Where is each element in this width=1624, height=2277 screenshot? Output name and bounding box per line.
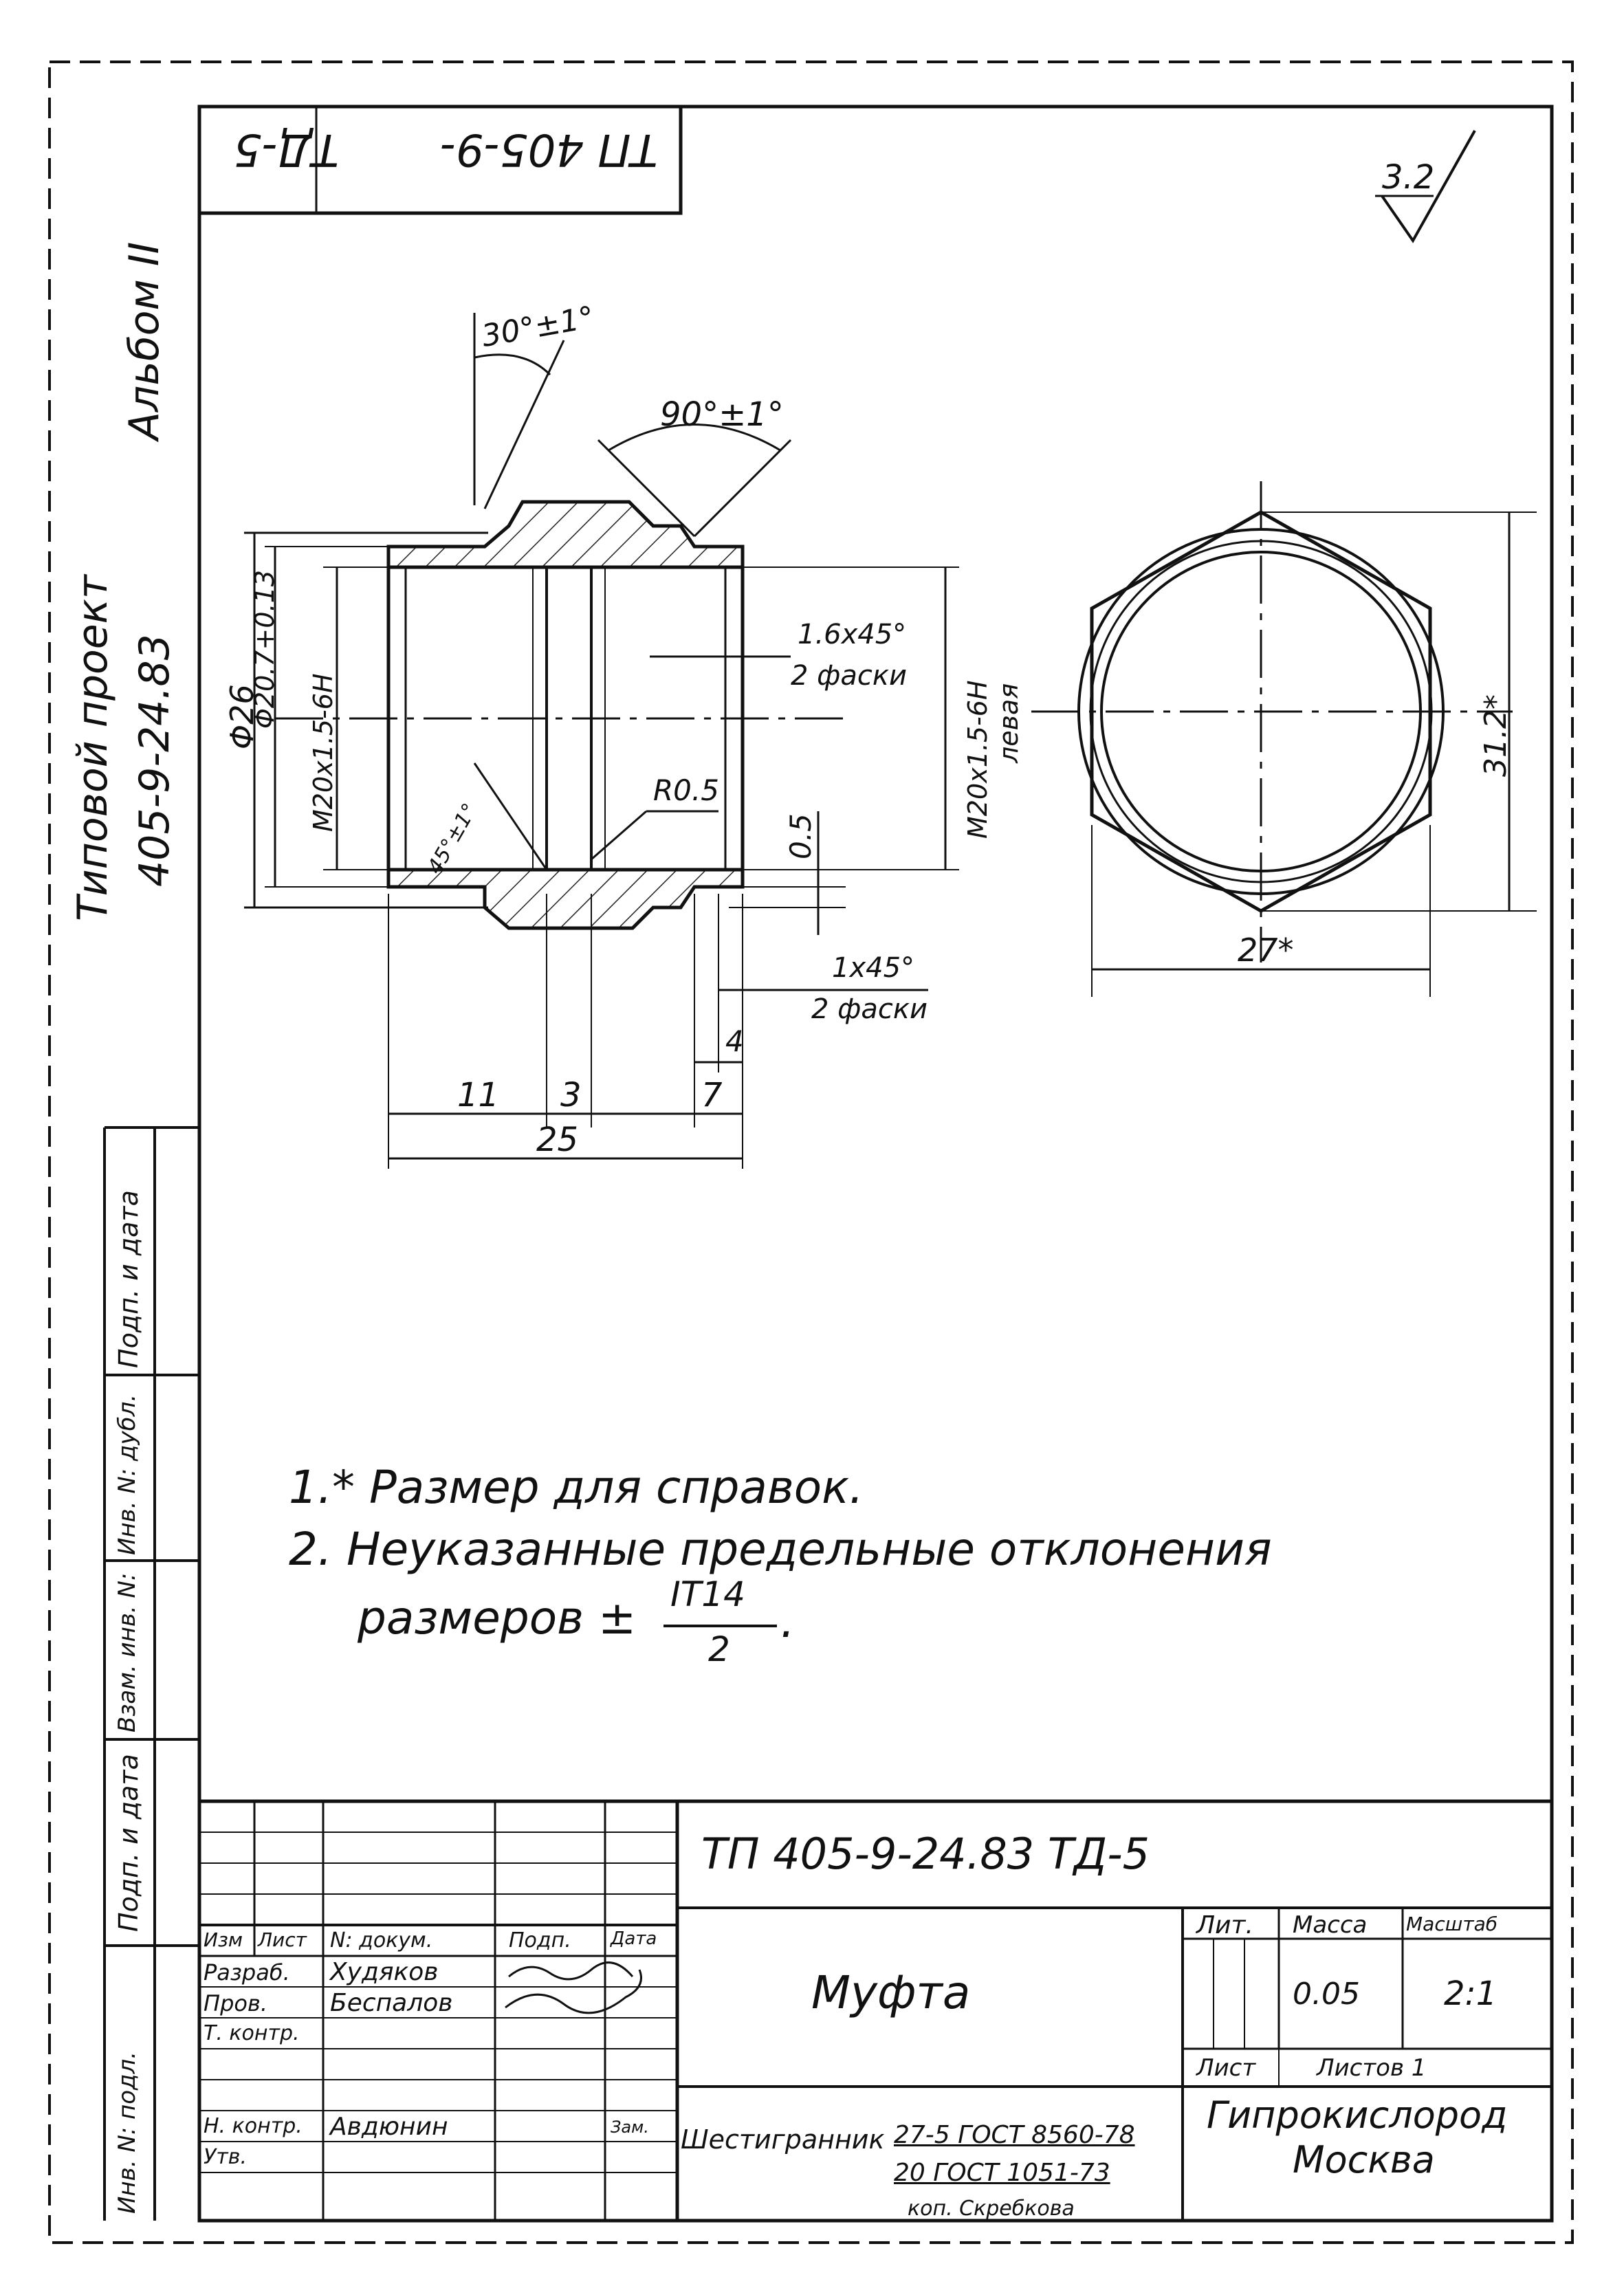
tb-col-doc: N: докум.: [330, 1928, 433, 1952]
side-table-label: Подп. и дата: [113, 1190, 144, 1368]
inner-frame: [197, 104, 1554, 2223]
outer-frame: [48, 60, 1574, 2244]
tb-col-date: Дата: [611, 1928, 657, 1949]
tb-footer: коп. Скребкова: [908, 2197, 1075, 2221]
dim-len-11: 11: [457, 1076, 500, 1114]
tb-org-line1: Гипрокислород: [1207, 2093, 1508, 2137]
roughness-symbol: [1381, 130, 1476, 243]
signatures: [505, 1961, 642, 2014]
tb-col-sign: Подп.: [509, 1928, 571, 1952]
tb-name-prov: Беспалов: [330, 1989, 453, 2017]
side-table-label: Инв. N: подл.: [113, 2051, 141, 2214]
top-stamp-box: [199, 107, 683, 215]
tb-sheets-label: Листов 1: [1317, 2054, 1427, 2082]
section-view: [275, 500, 846, 930]
dim-d05: 0.5: [784, 813, 818, 859]
dim-len-25: 25: [536, 1121, 579, 1159]
hex-view: [1031, 481, 1537, 997]
dim-chamfer-bottom: 1x45°: [832, 952, 915, 984]
tb-material-line1: 27-5 ГОСТ 8560-78: [894, 2121, 1135, 2149]
title-block-grid: [199, 1799, 1552, 2221]
dim-chamfer-bottom-count: 2 фаски: [811, 993, 928, 1025]
tb-sheet-label: Лист: [1196, 2054, 1256, 2082]
tb-col-mass: Масса: [1293, 1911, 1368, 1939]
dim-thread-left: M20x1.5-6H: [308, 673, 338, 832]
section-dimensions: [244, 313, 959, 1169]
tb-material-label: Шестигранник: [681, 2124, 885, 2155]
tb-col-list: Лист: [258, 1928, 307, 1951]
tb-part-name: Муфта: [811, 1966, 971, 2019]
dim-hex-height: 31.2*: [1478, 694, 1513, 777]
note-3-end: .: [780, 1595, 795, 1648]
tb-col-izm: Изм: [204, 1928, 243, 1951]
roughness-value: 3.2: [1382, 158, 1435, 197]
side-table-label: Инв. N: дубл.: [113, 1394, 141, 1555]
dim-thread-right: M20x1.5-6H: [963, 680, 993, 839]
note-3-numerator: IT14: [670, 1574, 745, 1614]
note-1: 1.* Размер для справок.: [289, 1461, 864, 1514]
tb-role-utv: Утв.: [204, 2145, 247, 2169]
left-side-table: [103, 1126, 199, 2221]
dim-angle-90: 90°±1°: [660, 395, 784, 434]
stamp-code: ТП 405-9-: [440, 124, 658, 175]
side-project-label: Типовой проект: [69, 575, 117, 921]
dim-thread-right-note: левая: [994, 683, 1024, 763]
tb-role-nkontr: Н. контр.: [204, 2114, 303, 2138]
side-table-label: Подп. и дата: [113, 1754, 144, 1932]
dim-len-7: 7: [701, 1076, 723, 1114]
tb-org-line2: Москва: [1293, 2138, 1435, 2181]
tb-name-razrab: Худяков: [330, 1958, 439, 1986]
note-2: 2. Неуказанные предельные отклонения: [289, 1523, 1272, 1576]
tb-role-tkontr: Т. контр.: [204, 2021, 300, 2045]
stamp-sheet: ТД-5: [234, 124, 339, 175]
side-project-number: 405-9-24.83: [131, 634, 179, 887]
tb-mass: 0.05: [1293, 1977, 1360, 2012]
note-3-prefix: размеров ±: [358, 1592, 637, 1644]
tb-col-lit: Лит.: [1196, 1911, 1253, 1939]
dim-r05: R0.5: [653, 773, 719, 807]
tb-name-nkontr: Авдюнин: [330, 2113, 448, 2141]
side-album: Альбом II: [120, 241, 168, 440]
dim-chamfer-top: 1.6x45°: [798, 619, 907, 650]
dim-len-3: 3: [560, 1076, 582, 1114]
dim-dia-20-7: Φ20.7+0.13: [250, 570, 280, 729]
dim-len-4: 4: [725, 1024, 744, 1058]
tb-role-razrab: Разраб.: [204, 1959, 290, 1986]
dim-hex-width: 27*: [1238, 932, 1294, 969]
tb-role-prov: Пров.: [204, 1990, 267, 2016]
tb-material-line2: 20 ГОСТ 1051-73: [894, 2159, 1110, 2187]
tb-scale: 2:1: [1444, 1974, 1497, 2013]
side-table-label: Взам. инв. N:: [113, 1572, 141, 1732]
tb-col-scale: Масштаб: [1406, 1913, 1498, 1935]
dim-chamfer-top-count: 2 фаски: [791, 660, 908, 692]
tb-zam: Зам.: [611, 2118, 649, 2137]
tb-designation: ТП 405-9-24.83 ТД-5: [701, 1829, 1150, 1879]
note-3-denominator: 2: [708, 1629, 730, 1669]
